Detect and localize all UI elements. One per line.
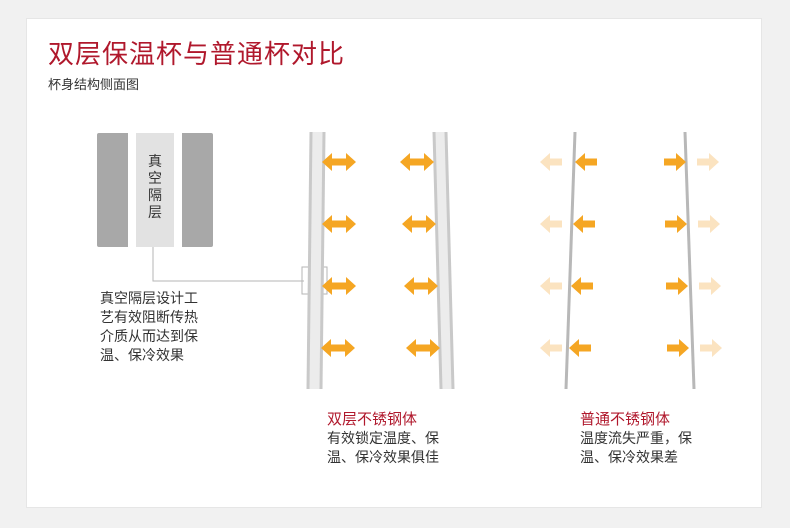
arrow-out-faded-icon xyxy=(540,215,562,233)
vacuum-label-char: 层 xyxy=(148,205,162,221)
double-arrow-icon xyxy=(321,339,355,357)
arrow-in-icon xyxy=(666,277,688,295)
arrow-in-icon xyxy=(573,215,595,233)
content-card xyxy=(26,18,762,508)
double-arrow-icon xyxy=(404,277,438,295)
single-wall-left xyxy=(564,131,577,390)
double-wall-description: 有效锁定温度、保温、保冷效果俱佳 xyxy=(327,431,439,466)
double-arrow-icon xyxy=(400,153,434,171)
arrow-out-faded-icon xyxy=(698,215,720,233)
arrow-out-faded-icon xyxy=(540,339,562,357)
connector-line xyxy=(152,247,304,282)
arrow-out-faded-icon xyxy=(697,153,719,171)
page-title: 双层保温杯与普通杯对比 xyxy=(48,40,346,70)
arrow-in-icon xyxy=(575,153,597,171)
arrow-in-icon xyxy=(667,339,689,357)
double-wall-right xyxy=(432,131,455,390)
double-wall-arrows xyxy=(321,153,440,357)
vacuum-label-char: 空 xyxy=(148,171,162,187)
single-wall-arrows xyxy=(569,153,689,357)
arrow-in-icon xyxy=(665,215,687,233)
vacuum-label-char: 真 xyxy=(148,154,162,170)
single-wall-title: 普通不锈钢体 xyxy=(580,410,671,428)
single-wall-right xyxy=(683,131,696,390)
double-wall-left xyxy=(306,131,326,390)
vacuum-label-char: 隔 xyxy=(148,188,162,204)
double-arrow-icon xyxy=(406,339,440,357)
wall-outer-line xyxy=(306,131,313,390)
double-wall-title: 双层不锈钢体 xyxy=(327,410,418,428)
arrow-out-faded-icon xyxy=(699,277,721,295)
wall-inner-line xyxy=(319,131,326,390)
page-subtitle: 杯身结构侧面图 xyxy=(48,78,140,93)
wall-inner-line xyxy=(432,131,443,390)
arrow-out-faded-icon xyxy=(700,339,722,357)
vacuum-layer-description: 真空隔层设计工艺有效阻断传热介质从而达到保温、保冷效果 xyxy=(100,291,198,364)
wall-outer-line xyxy=(444,131,455,390)
double-arrow-icon xyxy=(322,215,356,233)
vacuum-layer-block xyxy=(97,133,213,247)
arrow-in-icon xyxy=(569,339,591,357)
arrow-in-icon xyxy=(664,153,686,171)
arrow-in-icon xyxy=(571,277,593,295)
vacuum-layer-label: 真 空 隔 层 xyxy=(140,154,170,222)
single-wall-description: 温度流失严重，保温、保冷效果差 xyxy=(580,431,692,466)
double-arrow-icon xyxy=(322,153,356,171)
arrow-out-faded-icon xyxy=(540,153,562,171)
double-arrow-icon xyxy=(402,215,436,233)
vacuum-gap xyxy=(136,133,174,247)
arrow-out-faded-icon xyxy=(540,277,562,295)
